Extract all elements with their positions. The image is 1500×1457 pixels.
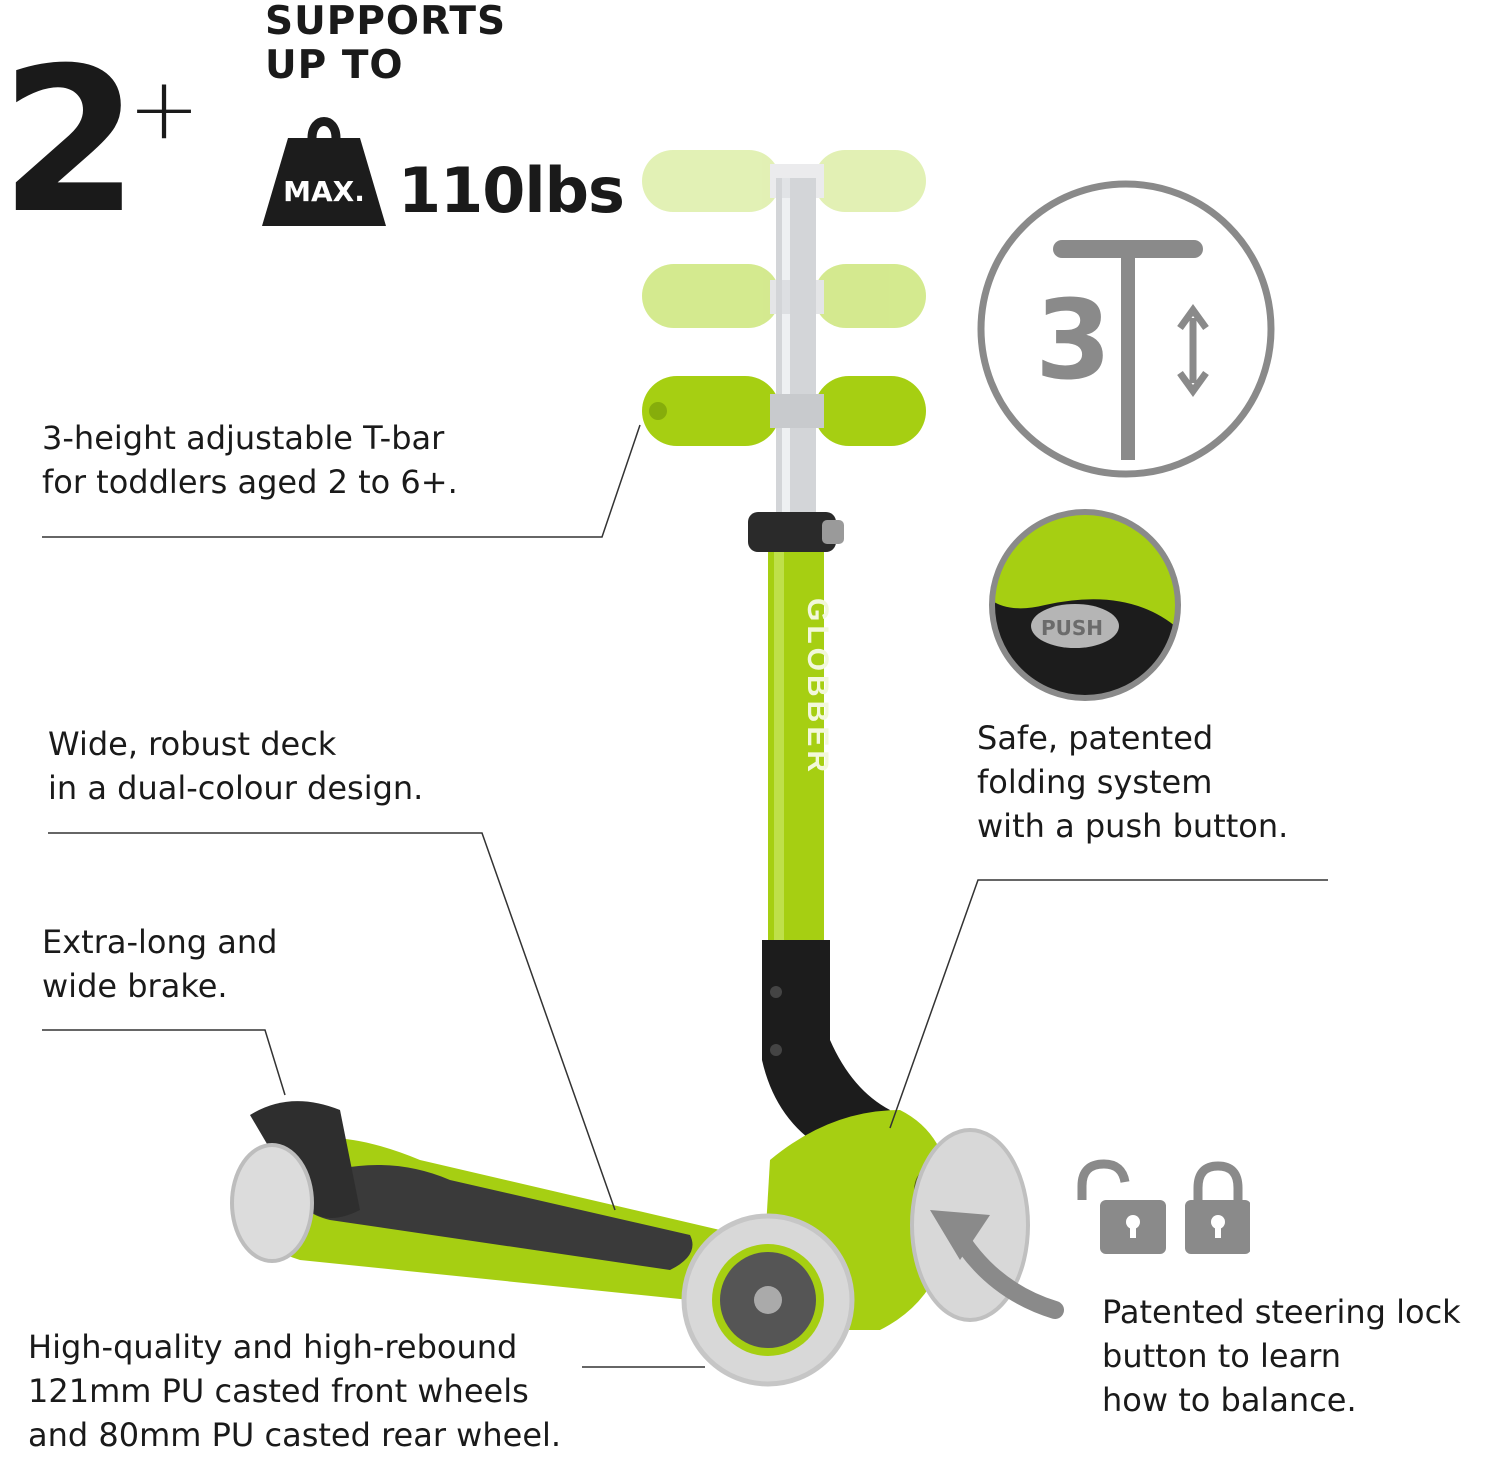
unlocked-icon — [1077, 1159, 1166, 1254]
handlebar-position-bottom — [642, 376, 926, 446]
callout-folding-line-2: folding system — [977, 763, 1213, 801]
callout-steering-line-2: button to learn — [1102, 1337, 1342, 1375]
callout-tbar-line-2: for toddlers aged 2 to 6+. — [42, 463, 458, 501]
weight-max-label: MAX. — [283, 175, 365, 208]
locked-icon — [1185, 1161, 1250, 1254]
callout-deck: Wide, robust deck in a dual-colour desig… — [48, 722, 423, 810]
callout-folding-line-1: Safe, patented — [977, 719, 1214, 757]
callout-steering-line-1: Patented steering lock — [1102, 1293, 1461, 1331]
height-icon-number: 3 — [1035, 276, 1112, 404]
height-clamp — [748, 512, 836, 552]
handlebar-position-top — [642, 150, 926, 212]
callout-steering: Patented steering lock button to learn h… — [1102, 1290, 1461, 1422]
rear-wheel — [230, 1143, 314, 1263]
callout-folding-line-3: with a push button. — [977, 807, 1289, 845]
brand-on-stem: GLOBBER — [801, 598, 834, 776]
callout-brake-line-1: Extra-long and — [42, 923, 278, 961]
handlebar-position-middle — [642, 264, 926, 328]
callout-tbar-line-1: 3-height adjustable T-bar — [42, 419, 445, 457]
supports-line-1: SUPPORTS — [265, 0, 507, 44]
callout-deck-line-2: in a dual-colour design. — [48, 769, 424, 807]
callout-brake: Extra-long and wide brake. — [42, 920, 277, 1008]
callout-wheels-line-3: and 80mm PU casted rear wheel. — [28, 1416, 562, 1454]
lock-icons — [1077, 1159, 1250, 1254]
age-plus-sign: + — [128, 59, 201, 159]
callout-brake-line-2: wide brake. — [42, 967, 228, 1005]
weight-value: 110lbs — [398, 154, 625, 227]
folding-hinge — [762, 940, 890, 1165]
callout-wheels-line-1: High-quality and high-rebound — [28, 1328, 518, 1366]
callout-deck-line-1: Wide, robust deck — [48, 725, 337, 763]
supports-heading: SUPPORTS UP TO — [265, 0, 506, 88]
supports-line-2: UP TO — [265, 43, 404, 88]
callout-steering-line-3: how to balance. — [1102, 1381, 1357, 1419]
height-adjust-icon: 3 — [977, 180, 1275, 478]
age-number: 2 — [0, 25, 139, 258]
weight-icon — [262, 117, 386, 226]
callout-wheels-line-2: 121mm PU casted front wheels — [28, 1372, 529, 1410]
callout-wheels: High-quality and high-rebound 121mm PU c… — [28, 1325, 561, 1457]
push-button-label: PUSH — [1041, 616, 1103, 640]
callout-tbar: 3-height adjustable T-bar for toddlers a… — [42, 416, 458, 504]
push-button-detail: PUSH — [989, 509, 1181, 701]
callout-folding: Safe, patented folding system with a pus… — [977, 716, 1288, 848]
